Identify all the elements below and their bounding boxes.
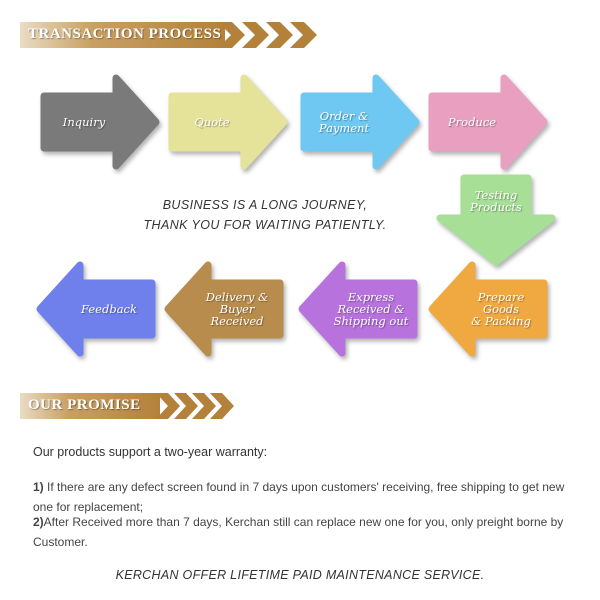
- step-label: Produce: [447, 115, 497, 129]
- our-promise-banner: OUR PROMISE: [20, 393, 234, 419]
- warranty-item-2: 2)After Received more than 7 days, Kerch…: [33, 513, 573, 552]
- banner-title: OUR PROMISE: [28, 397, 141, 413]
- step-label: Quote: [194, 115, 230, 129]
- process-step-7: Express Received & Shipping out: [298, 261, 418, 357]
- arrow-left-icon: [164, 261, 284, 357]
- step-label: Delivery & Buyer Received: [205, 290, 269, 328]
- slogan-line-1: BUSINESS IS A LONG JOURNEY,: [162, 198, 368, 212]
- transaction-process-banner: TRANSACTION PROCESS: [20, 22, 317, 48]
- step-label: Order & Payment: [318, 109, 370, 135]
- arrow-right-icon: [168, 74, 288, 170]
- arrow-down-icon: [436, 174, 556, 266]
- warranty-item-1: 1) If there are any defect screen found …: [33, 478, 573, 517]
- process-step-8: Delivery & Buyer Received: [164, 261, 284, 357]
- arrow-left-icon: [298, 261, 418, 357]
- process-step-4: Produce: [428, 74, 548, 170]
- arrow-right-icon: [40, 74, 160, 170]
- item-number: 1): [33, 480, 44, 494]
- chevrons-icon: [218, 22, 317, 48]
- process-step-6: Prepare Goods & Packing: [428, 261, 548, 357]
- step-label: Testing Products: [470, 188, 522, 214]
- banner-title: TRANSACTION PROCESS: [28, 26, 222, 42]
- item-number: 2): [33, 515, 44, 529]
- step-label: Feedback: [81, 302, 137, 316]
- item-text: If there are any defect screen found in …: [33, 480, 565, 514]
- chevrons-icon: [156, 393, 234, 419]
- item-text: After Received more than 7 days, Kerchan…: [33, 515, 564, 549]
- process-step-9: Feedback: [36, 261, 156, 357]
- process-step-5: Testing Products: [436, 174, 556, 266]
- process-step-1: Inquiry: [40, 74, 160, 170]
- closing-statement: KERCHAN OFFER LIFETIME PAID MAINTENANCE …: [115, 568, 485, 582]
- arrow-left-icon: [428, 261, 548, 357]
- warranty-intro: Our products support a two-year warranty…: [33, 445, 268, 459]
- process-step-3: Order & Payment: [300, 74, 420, 170]
- arrow-right-icon: [300, 74, 420, 170]
- step-label: Express Received & Shipping out: [333, 290, 409, 328]
- slogan-line-2: THANK YOU FOR WAITING PATIENTLY.: [143, 218, 387, 232]
- arrow-right-icon: [428, 74, 548, 170]
- process-step-2: Quote: [168, 74, 288, 170]
- step-label: Prepare Goods & Packing: [471, 290, 531, 328]
- step-label: Inquiry: [62, 115, 106, 129]
- arrow-left-icon: [36, 261, 156, 357]
